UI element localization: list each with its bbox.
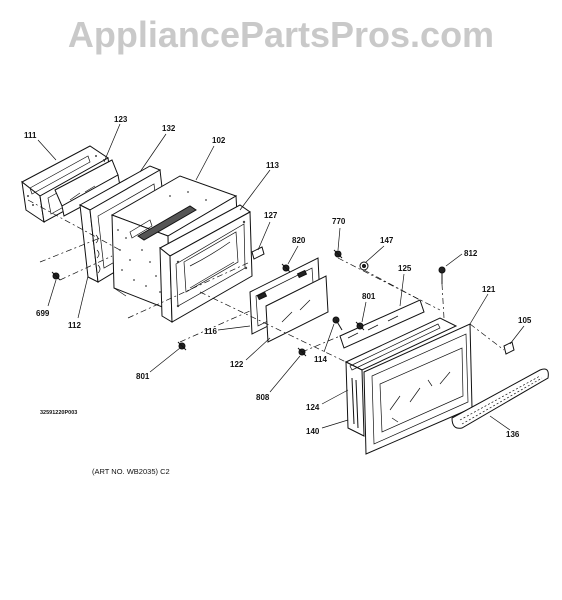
callout-113: 113 [266, 161, 279, 170]
callout-699: 699 [36, 309, 50, 318]
alignment-lines [27, 199, 505, 363]
fastener-699 [51, 271, 61, 281]
part-113-inner-panel [159, 204, 253, 323]
watermark: AppliancePartsPros.com [67, 14, 495, 55]
part-121-outer-glass [363, 323, 473, 455]
callout-105: 105 [518, 316, 532, 325]
callout-121: 121 [482, 285, 496, 294]
callout-132: 132 [162, 124, 176, 133]
callout-140: 140 [306, 427, 320, 436]
callout-808: 808 [256, 393, 270, 402]
part-127-clip [251, 246, 265, 260]
part-105-end-cap [503, 341, 515, 355]
fastener-801b [177, 341, 187, 351]
part-114-screw [332, 316, 343, 331]
callout-770: 770 [332, 217, 346, 226]
callout-125: 125 [398, 264, 412, 273]
callout-147: 147 [380, 236, 394, 245]
callout-124: 124 [306, 403, 320, 412]
leader-lines [37, 123, 525, 431]
part-125-glass-pane [339, 299, 425, 349]
fastener-801a [355, 321, 365, 331]
callout-801a: 801 [362, 292, 376, 301]
callout-801b: 801 [136, 372, 150, 381]
drawing-code: 32591220P003 [40, 410, 77, 416]
art-number: (ART NO. WB2035) C2 [92, 467, 170, 476]
callout-136: 136 [506, 430, 520, 439]
callout-114: 114 [314, 355, 327, 364]
callout-116: 116 [204, 327, 217, 336]
callout-111: 111 [24, 131, 37, 140]
callout-123: 123 [114, 115, 128, 124]
fastener-812 [438, 266, 446, 284]
callout-112: 112 [68, 321, 81, 330]
fastener-770 [333, 249, 343, 259]
part-122-glass [265, 275, 329, 343]
fastener-820 [281, 263, 291, 273]
part-136-handle [451, 368, 549, 429]
callout-820: 820 [292, 236, 306, 245]
callout-labels: 111 123 132 102 113 127 820 770 147 812 … [24, 115, 532, 439]
callout-102: 102 [212, 136, 226, 145]
callout-127: 127 [264, 211, 278, 220]
fastener-147 [359, 261, 369, 271]
part-124-outer-frame [344, 317, 458, 437]
callout-122: 122 [230, 360, 244, 369]
callout-812: 812 [464, 249, 478, 258]
